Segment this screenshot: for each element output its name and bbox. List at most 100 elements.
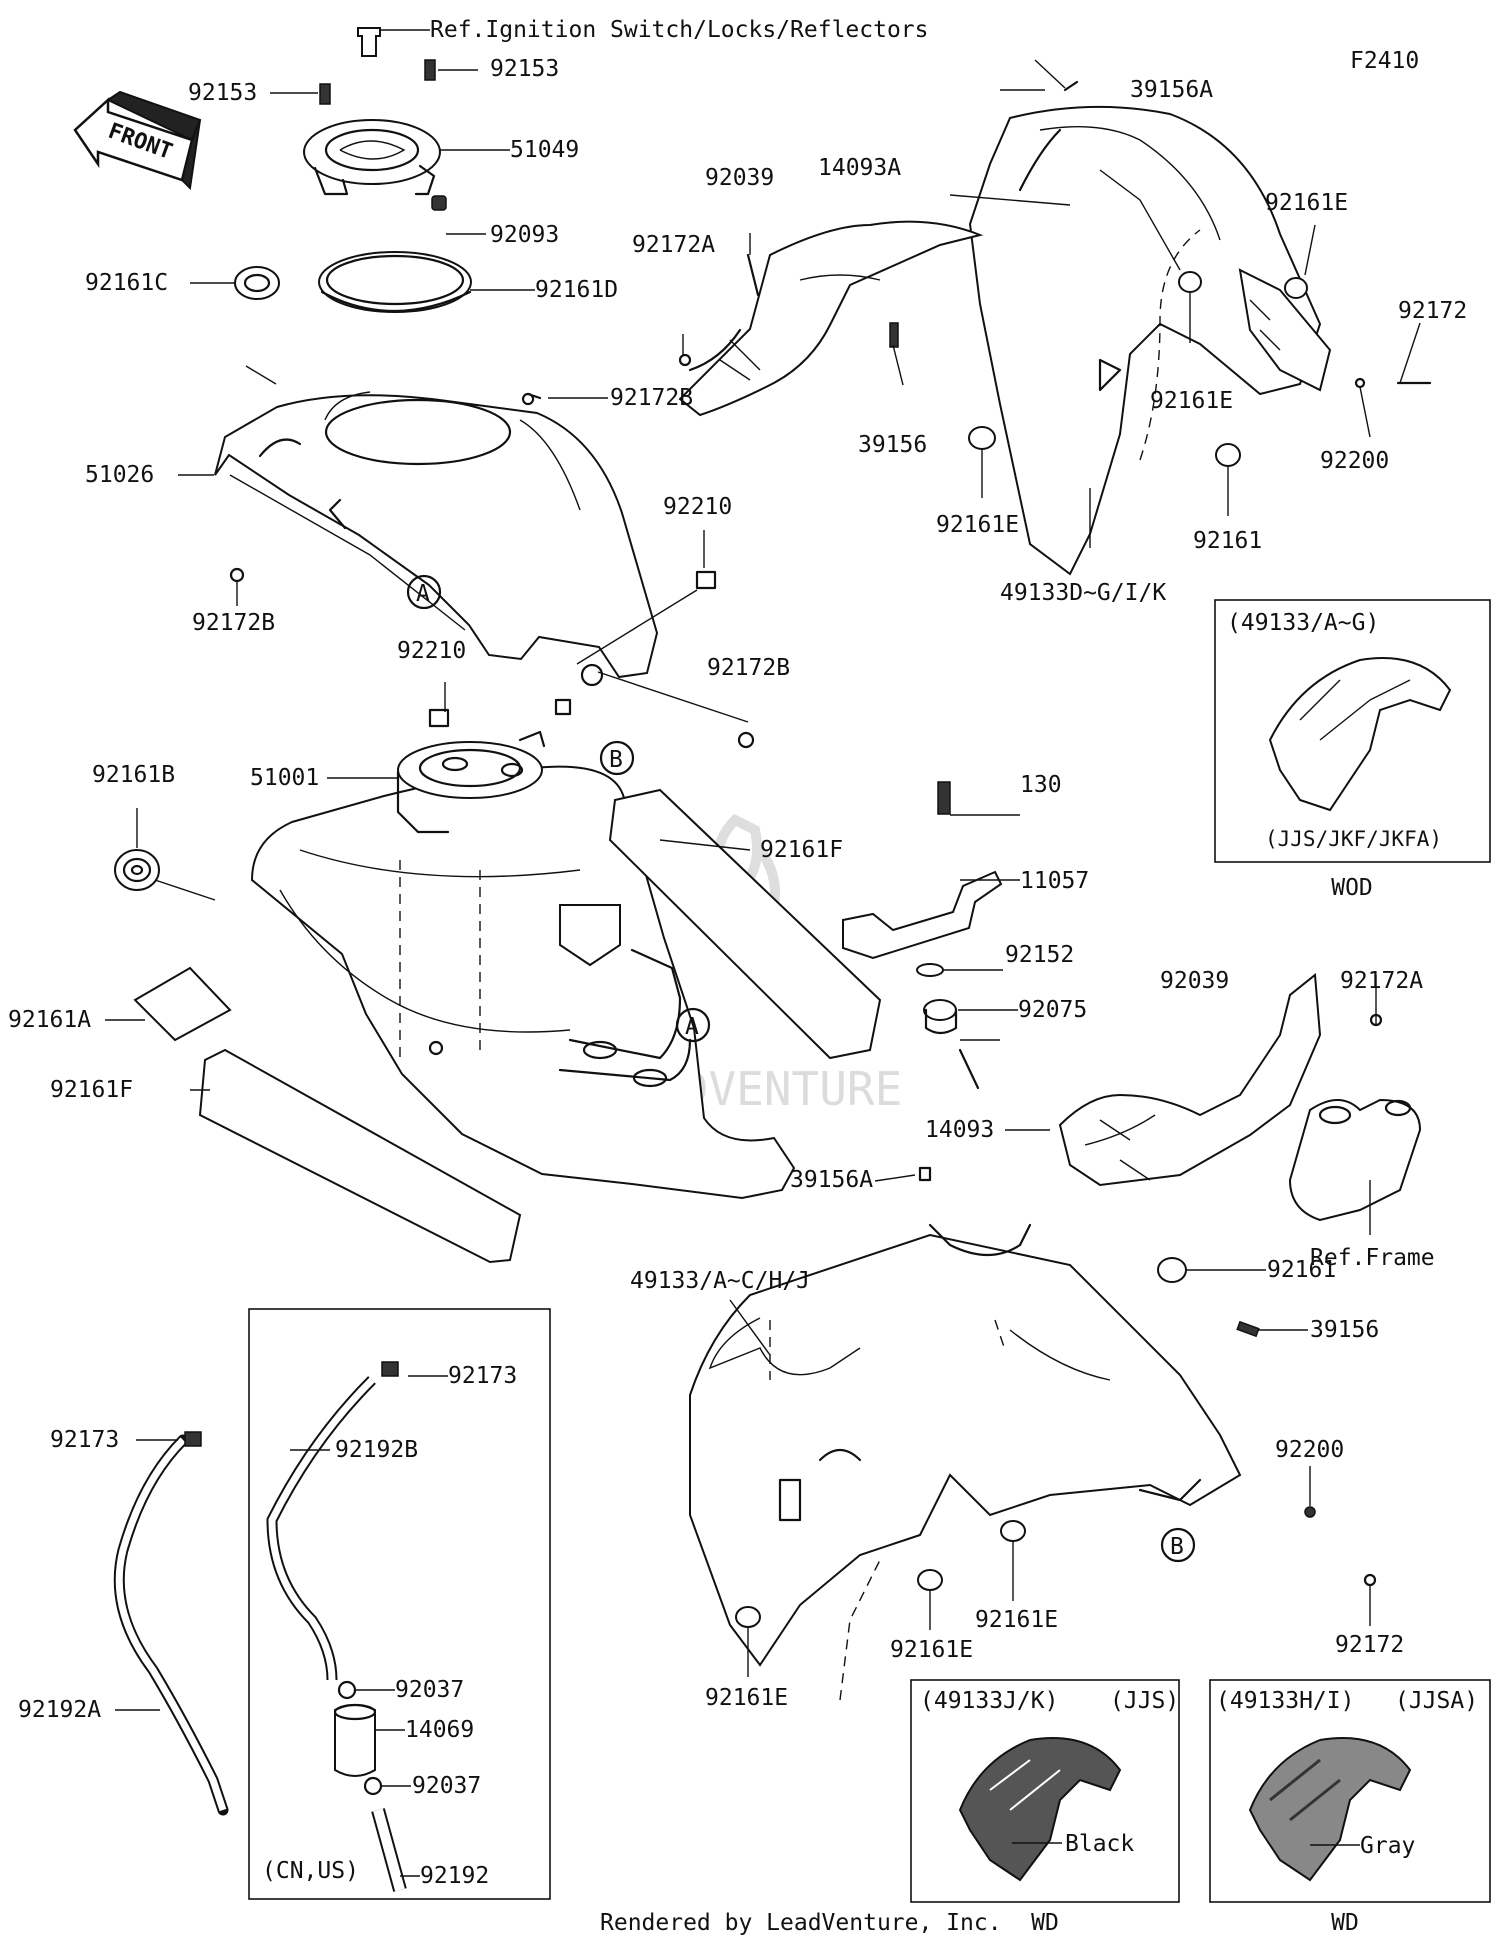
grommet-92161E-1 xyxy=(1284,277,1308,299)
label-92037-1: 92037 xyxy=(395,1677,464,1703)
inset-black-model: (JJS) xyxy=(1110,1688,1179,1714)
bolt-92153-left xyxy=(319,83,331,105)
filter-14069 xyxy=(334,1704,376,1777)
label-92039-1: 92039 xyxy=(705,165,774,191)
bracket-11057 xyxy=(842,781,1003,1035)
screw-92172B-1 xyxy=(521,392,542,406)
label-92161E-2: 92161E xyxy=(1150,388,1233,414)
label-14093A: 14093A xyxy=(818,155,901,181)
bolt-130 xyxy=(937,781,951,815)
marker-a-1-text: A xyxy=(416,581,430,607)
inset-wod-title: (49133/A~G) xyxy=(1227,610,1379,636)
screw-92172B-2 xyxy=(229,567,245,583)
inset-black-caption: WD xyxy=(1031,1910,1059,1936)
label-130: 130 xyxy=(1020,772,1062,798)
grommet-92161E-4 xyxy=(1000,1520,1026,1542)
clip-92210-2 xyxy=(428,708,450,728)
ref-ignition-plug xyxy=(357,27,381,57)
label-39156A-1: 39156A xyxy=(1130,77,1213,103)
label-92172B-3: 92172B xyxy=(707,655,790,681)
inset-cn-us-frame xyxy=(248,1308,551,1900)
inset-black: (49133J/K) (JJS) Black WD xyxy=(910,1679,1180,1936)
label-92153-a: 92153 xyxy=(188,80,257,106)
label-92210-2: 92210 xyxy=(397,638,466,664)
pin-39156-2 xyxy=(1236,1320,1260,1338)
marker-b-1 xyxy=(599,740,635,776)
bolt-92153-right xyxy=(424,59,436,81)
inset-black-color: Black xyxy=(1065,1831,1134,1857)
label-11057: 11057 xyxy=(1020,868,1089,894)
pad-92161A xyxy=(133,966,232,1042)
label-14093: 14093 xyxy=(925,1117,994,1143)
grommet-92161-2 xyxy=(1157,1257,1187,1283)
bracket-14093 xyxy=(1058,973,1322,1187)
label-92161E-3: 92161E xyxy=(936,512,1019,538)
label-51049: 51049 xyxy=(510,137,579,163)
inset-wod-caption: WOD xyxy=(1331,875,1373,901)
marker-b-2-text: B xyxy=(1170,1534,1184,1560)
washer-92200-1 xyxy=(1354,377,1366,389)
label-39156A-2: 39156A xyxy=(790,1167,873,1193)
label-49133D: 49133D~G/I/K xyxy=(1000,580,1166,606)
label-92152: 92152 xyxy=(1005,942,1074,968)
label-92153-b: 92153 xyxy=(490,56,559,82)
label-92075: 92075 xyxy=(1018,997,1087,1023)
label-92093: 92093 xyxy=(490,222,559,248)
label-92172B-2: 92172B xyxy=(192,610,275,636)
grommet-92161B xyxy=(114,849,160,891)
label-92173-left: 92173 xyxy=(50,1427,119,1453)
label-51026: 51026 xyxy=(85,462,154,488)
screw-92039-2 xyxy=(958,1048,980,1090)
clip-92037-1 xyxy=(337,1680,357,1700)
label-92192B: 92192B xyxy=(335,1437,418,1463)
label-92161E-5: 92161E xyxy=(890,1637,973,1663)
label-92161B: 92161B xyxy=(92,762,175,788)
label-92161C: 92161C xyxy=(85,270,168,296)
label-92172-2: 92172 xyxy=(1335,1632,1404,1658)
label-92192A: 92192A xyxy=(18,1697,101,1723)
screw-92172-2 xyxy=(1363,1573,1377,1587)
clip-39156A-1 xyxy=(1063,80,1079,92)
inset-black-title: (49133J/K) xyxy=(920,1688,1058,1714)
label-92172A-2: 92172A xyxy=(1340,968,1423,994)
label-92161F-2: 92161F xyxy=(50,1077,133,1103)
hose-92192A xyxy=(113,1431,229,1816)
pin-39156-1 xyxy=(889,322,899,348)
fuel-tank-51001 xyxy=(250,730,796,1200)
footer-credit: Rendered by LeadVenture, Inc. xyxy=(600,1910,1002,1936)
label-92161-2: 92161 xyxy=(1267,1257,1336,1283)
grommet-92161-1 xyxy=(1215,443,1241,467)
label-92173-right: 92173 xyxy=(448,1363,517,1389)
tank-cover-51026 xyxy=(214,391,755,749)
label-92161F-1: 92161F xyxy=(760,837,843,863)
bracket-14093A xyxy=(678,220,984,417)
label-14069: 14069 xyxy=(405,1717,474,1743)
shroud-49133A xyxy=(689,1223,1242,1701)
label-92172A-1: 92172A xyxy=(632,232,715,258)
label-39156-2: 39156 xyxy=(1310,1317,1379,1343)
clamp-92173-left xyxy=(184,1431,202,1447)
screw-92172B-3 xyxy=(737,731,755,749)
label-ref-frame: Ref.Frame xyxy=(1310,1245,1435,1271)
clip-39156A-2 xyxy=(918,1166,932,1182)
fuel-cap-assembly xyxy=(234,27,472,313)
inset-gray-caption: WD xyxy=(1331,1910,1359,1936)
screw-92039-1 xyxy=(746,253,760,297)
inset-gray: (49133H/I) (JJSA) Gray WD xyxy=(1209,1679,1491,1936)
inset-gray-model: (JJSA) xyxy=(1395,1688,1478,1714)
marker-b-1-text: B xyxy=(609,747,623,773)
washer-92200-2 xyxy=(1304,1506,1316,1518)
label-92200-2: 92200 xyxy=(1275,1437,1344,1463)
foam-92161F-lower xyxy=(198,1048,522,1264)
label-92161E-6: 92161E xyxy=(705,1685,788,1711)
grommet-92161E-6 xyxy=(917,1569,943,1591)
ring-92161C xyxy=(234,266,280,300)
label-92161-1: 92161 xyxy=(1193,528,1262,554)
inset-gray-color: Gray xyxy=(1360,1833,1415,1859)
hose-92192B xyxy=(266,1361,407,1892)
grommet-92161E-3 xyxy=(968,426,996,450)
marker-b-2 xyxy=(1160,1527,1196,1563)
label-92161A: 92161A xyxy=(8,1007,91,1033)
label-92192: 92192 xyxy=(420,1863,489,1889)
